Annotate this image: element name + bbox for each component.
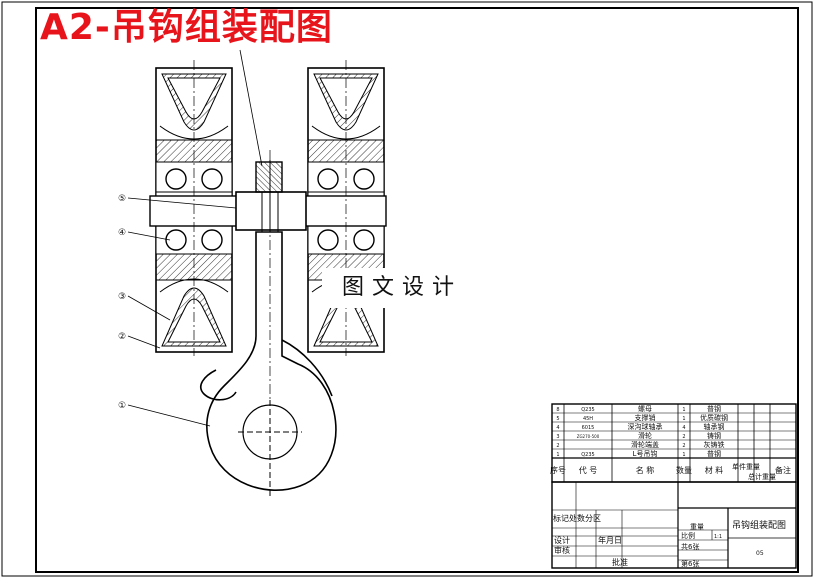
sheet-number: 第6张	[681, 559, 699, 568]
row-qty: 1	[682, 407, 685, 413]
row-no: 1	[556, 452, 559, 458]
scale-label: 比例	[681, 531, 695, 540]
title-block	[551, 481, 797, 569]
header-code: 代 号	[579, 465, 598, 475]
review-label: 审核	[554, 545, 570, 555]
drawing-title-banner: A2-吊钩组装配图	[40, 7, 333, 48]
row-name: 螺母	[638, 404, 652, 413]
scale-value: 1:1	[714, 534, 722, 540]
row-material: 灰铸铁	[704, 440, 725, 449]
row-material: 普钢	[707, 449, 721, 458]
row-code: 6015	[582, 425, 595, 431]
row-no: 8	[556, 407, 559, 413]
title-block-text: 标记处数分区 设计 年月日 审核 批准 重量 比例 1:1 共6张 第6张 吊钩…	[553, 513, 786, 568]
row-name: 滑轮	[638, 431, 652, 440]
date-label: 年月日	[598, 535, 622, 545]
header-total-weight: 总计重量	[748, 472, 776, 481]
row-material: 铸钢	[707, 431, 721, 440]
balloon-2: ②	[118, 332, 126, 342]
row-qty: 4	[682, 425, 685, 431]
row-material: 轴承钢	[704, 422, 725, 431]
row-name: L号吊钩	[633, 449, 658, 458]
row-name: 深沟球轴承	[628, 422, 663, 431]
row-qty: 2	[682, 443, 685, 449]
approve-label: 批准	[612, 557, 628, 567]
row-code: Q235	[581, 407, 594, 413]
row-material: 优质碳钢	[700, 413, 728, 422]
row-code: ZG270-500	[577, 434, 600, 439]
header-no: 序号	[550, 465, 566, 475]
balloon-3: ③	[118, 292, 126, 302]
parts-list-text: 8 Q235 螺母 1 普钢 5 45H 支撑销 1 优质碳钢 4 6015 深…	[550, 404, 791, 481]
row-no: 4	[556, 425, 559, 431]
weight-label: 重量	[690, 523, 704, 531]
balloon-5: ⑤	[118, 194, 126, 204]
row-no: 2	[556, 443, 559, 449]
drawing-number: 05	[756, 550, 764, 557]
hook	[200, 231, 337, 496]
total-sheets: 共6张	[681, 542, 699, 551]
drawing-title: 吊钩组装配图	[732, 519, 786, 531]
row-code: Q235	[581, 452, 594, 458]
change-row-label: 标记处数分区	[553, 513, 601, 523]
header-name: 名 称	[636, 465, 655, 475]
row-qty: 2	[682, 434, 685, 440]
row-qty: 1	[682, 452, 685, 458]
row-no: 5	[556, 416, 559, 422]
row-name: 支撑销	[635, 413, 656, 422]
inner-border	[35, 7, 799, 573]
balloon-labels: ⑤ ④ ③ ② ①	[118, 194, 126, 411]
row-qty: 1	[682, 416, 685, 422]
balloon-4: ④	[118, 228, 126, 238]
watermark-text: 图文设计	[322, 268, 482, 308]
row-material: 普钢	[707, 404, 721, 413]
row-name: 滑轮端盖	[631, 440, 659, 449]
design-label: 设计	[554, 535, 570, 545]
leader-lines	[127, 49, 263, 427]
header-unit-weight: 单件重量	[732, 462, 760, 471]
row-code: 45H	[583, 416, 593, 422]
crossbar	[149, 191, 387, 231]
center-lines	[193, 60, 347, 400]
parts-list	[551, 403, 797, 483]
row-no: 3	[556, 434, 559, 440]
header-note: 备注	[775, 465, 791, 475]
balloon-1: ①	[118, 401, 126, 411]
header-material: 材 料	[705, 465, 724, 475]
header-qty: 数量	[676, 465, 692, 475]
